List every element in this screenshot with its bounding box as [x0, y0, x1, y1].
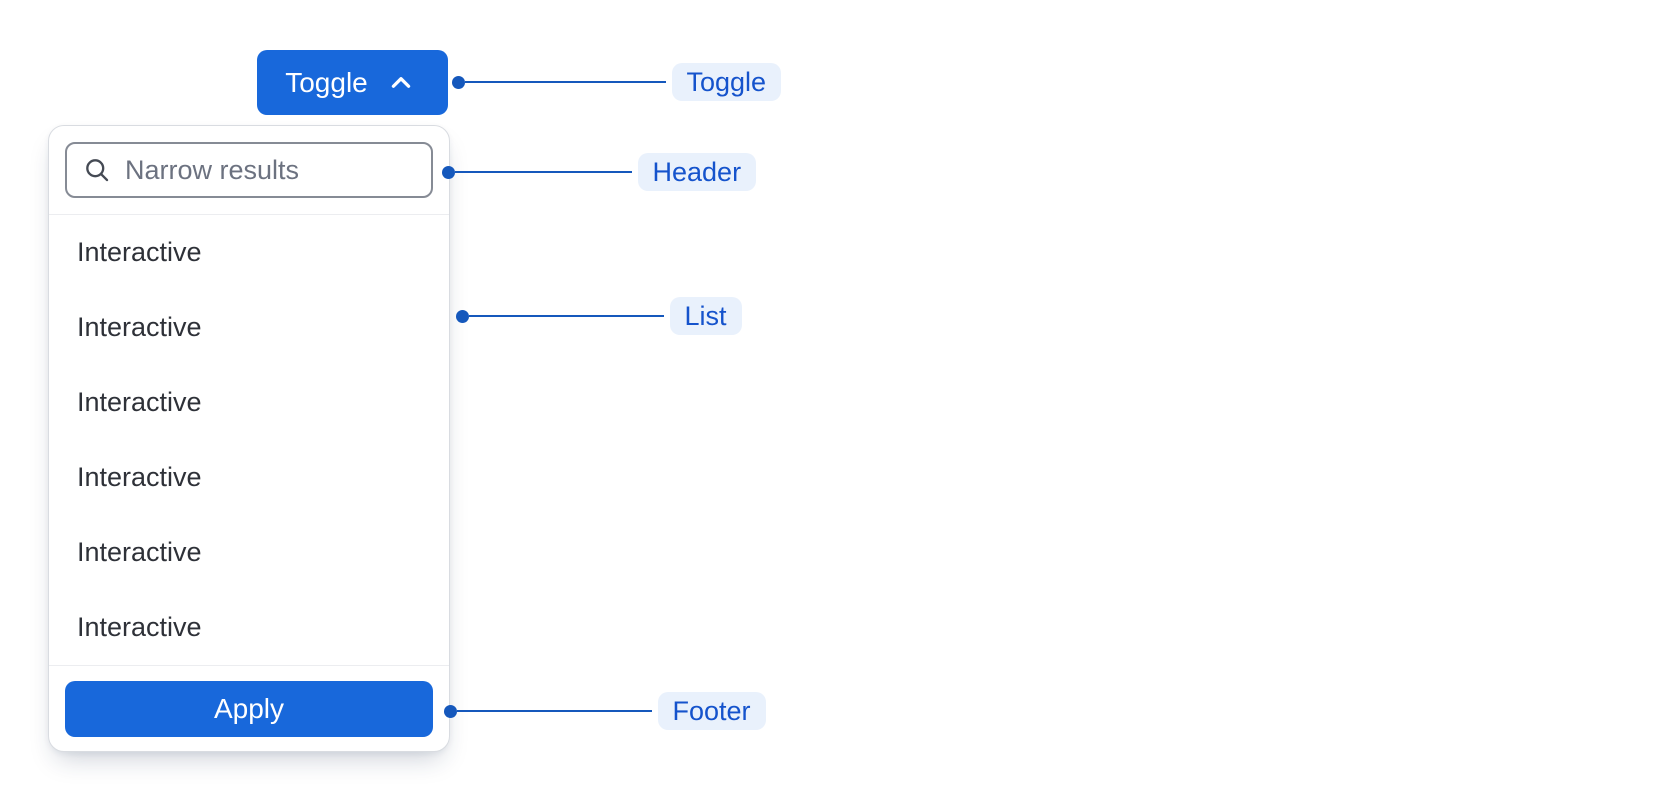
dropdown-list: Interactive Interactive Interactive Inte… — [49, 215, 449, 665]
annotation-line — [464, 80, 666, 84]
annotation-header: Header — [441, 153, 757, 191]
search-input[interactable] — [125, 154, 417, 186]
annotation-line — [468, 314, 664, 318]
list-item[interactable]: Interactive — [77, 462, 202, 492]
toggle-button-label: Toggle — [285, 66, 368, 98]
apply-button[interactable]: Apply — [65, 681, 433, 737]
annotation-label-header: Header — [637, 153, 757, 191]
annotation-dot — [455, 309, 469, 323]
search-field[interactable] — [65, 142, 433, 198]
search-icon — [86, 159, 109, 182]
annotation-line — [456, 709, 652, 713]
annotation-label-toggle: Toggle — [671, 63, 782, 101]
annotation-footer: Footer — [443, 692, 766, 730]
annotation-line — [454, 170, 632, 174]
list-item[interactable]: Interactive — [77, 387, 202, 417]
list-item[interactable]: Interactive — [77, 312, 202, 342]
header-divider — [49, 214, 449, 215]
footer-divider — [49, 665, 449, 666]
annotation-list: List — [455, 297, 742, 335]
list-item[interactable]: Interactive — [77, 612, 202, 642]
annotation-label-footer: Footer — [657, 692, 766, 730]
list-item[interactable]: Interactive — [77, 537, 202, 567]
annotation-toggle: Toggle — [451, 63, 782, 101]
dropdown-footer: Apply — [49, 666, 449, 751]
annotation-dot — [451, 75, 465, 89]
dropdown-header — [49, 126, 449, 214]
dropdown-panel: Interactive Interactive Interactive Inte… — [48, 125, 450, 752]
chevron-up-icon — [391, 76, 410, 88]
list-item[interactable]: Interactive — [77, 237, 202, 267]
annotation-label-list: List — [669, 297, 742, 335]
toggle-button[interactable]: Toggle — [257, 50, 448, 115]
